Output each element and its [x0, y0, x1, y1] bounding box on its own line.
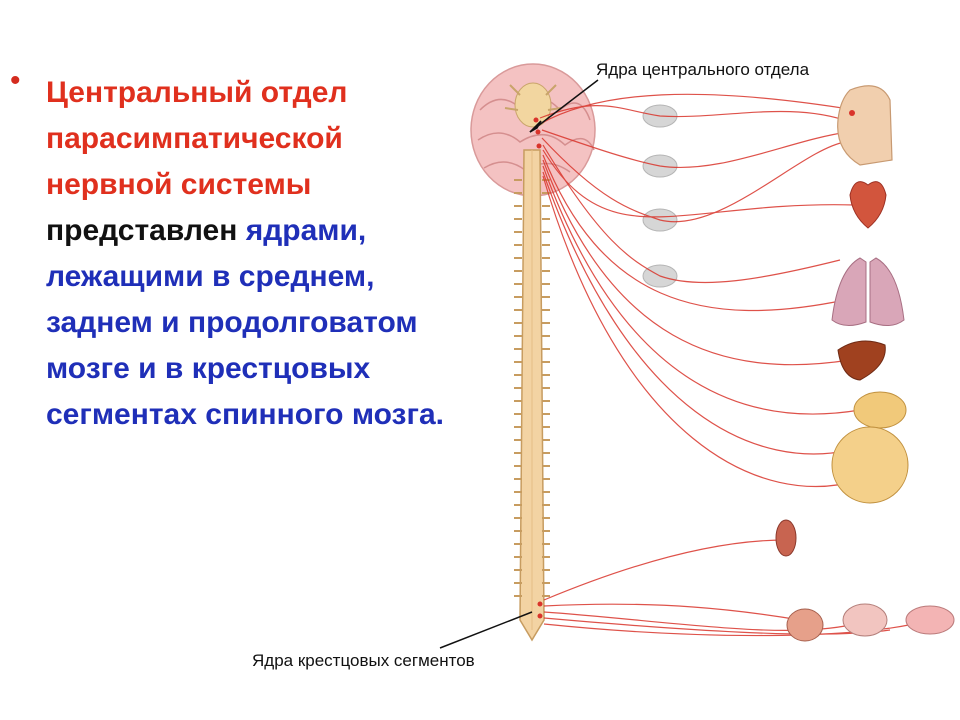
label-central-nuclei: Ядра центрального отдела	[596, 60, 809, 80]
intestines-illustration	[832, 392, 908, 503]
head-illustration	[838, 86, 892, 165]
heart-illustration	[850, 182, 886, 228]
liver-illustration	[838, 341, 885, 380]
label-sacral-nuclei: Ядра крестцовых сегментов	[252, 651, 475, 671]
kidney-illustration	[776, 520, 796, 556]
lungs-illustration	[832, 258, 904, 326]
ganglia	[643, 105, 677, 287]
genital-organs-illustration	[843, 604, 954, 636]
spinal-cord-illustration	[514, 150, 550, 640]
bladder-illustration	[787, 609, 823, 641]
